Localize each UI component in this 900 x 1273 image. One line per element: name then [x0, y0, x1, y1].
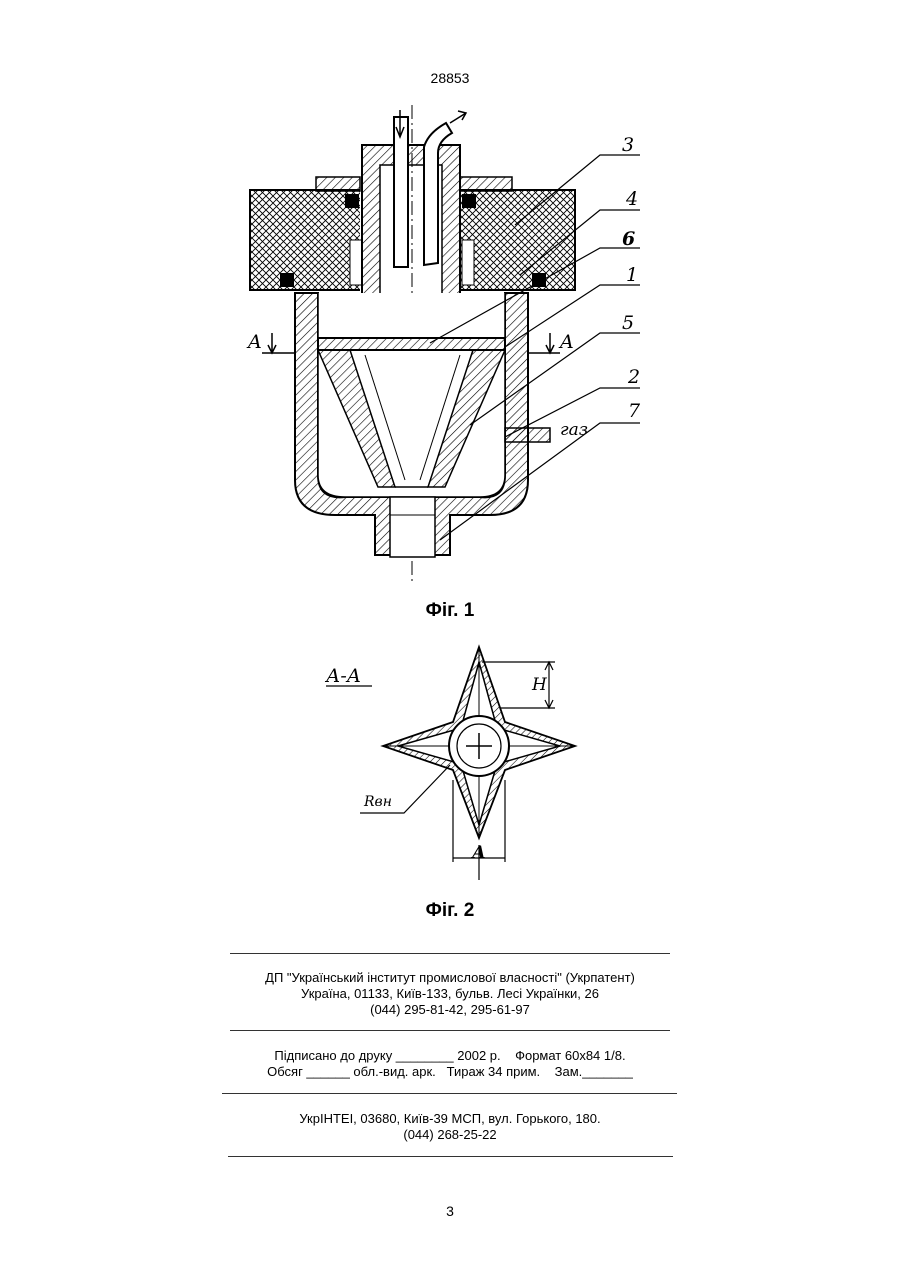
figure-2-drawing: А-А Н Rвн А — [0, 640, 900, 885]
figure-1: 3 4 6 1 5 2 7 A A газ — [0, 105, 900, 590]
figure-2-caption: Фіг. 2 — [0, 900, 900, 922]
gas-inlet-pipe — [505, 428, 550, 442]
printer-line: УкрІНТЕІ, 03680, Київ-39 МСП, вул. Горьк… — [0, 1111, 900, 1126]
figure-1-drawing: 3 4 6 1 5 2 7 A A газ — [0, 105, 900, 590]
label-4: 4 — [625, 188, 638, 210]
section-aa-label: А-А — [324, 665, 361, 687]
divider — [222, 1093, 677, 1094]
diaphragm-plate — [318, 338, 505, 350]
section-label-right: A — [558, 331, 574, 353]
dimension-h-label: Н — [531, 675, 548, 695]
publisher-line: ДП "Український інститут промислової вла… — [0, 970, 900, 985]
publisher-address: Україна, 01133, Київ-133, бульв. Лесі Ук… — [0, 986, 900, 1001]
section-label-left: A — [246, 331, 262, 353]
divider — [228, 1156, 673, 1157]
publisher-phone: (044) 295-81-42, 295-61-97 — [0, 1002, 900, 1017]
gas-label: газ — [560, 420, 588, 440]
divider — [230, 1030, 670, 1031]
print-details-line-1: Підписано до друку ________ 2002 р. Форм… — [0, 1048, 900, 1063]
divider — [230, 953, 670, 954]
figure-2: А-А Н Rвн А — [0, 640, 900, 885]
chamber-body — [295, 293, 528, 557]
label-1: 1 — [626, 264, 638, 286]
label-5: 5 — [622, 312, 634, 334]
page-number: 3 — [0, 1203, 900, 1219]
label-2: 2 — [627, 366, 640, 388]
document-number: 28853 — [0, 70, 900, 86]
figure-1-caption: Фіг. 1 — [0, 600, 900, 622]
radius-label: Rвн — [363, 794, 392, 810]
dimension-a-label: А — [470, 843, 486, 863]
printer-phone: (044) 268-25-22 — [0, 1127, 900, 1142]
label-6: 6 — [622, 228, 635, 250]
label-7: 7 — [628, 400, 641, 422]
label-3: 3 — [622, 134, 634, 156]
print-details-line-2: Обсяг ______ обл.-вид. арк. Тираж 34 при… — [0, 1064, 900, 1079]
